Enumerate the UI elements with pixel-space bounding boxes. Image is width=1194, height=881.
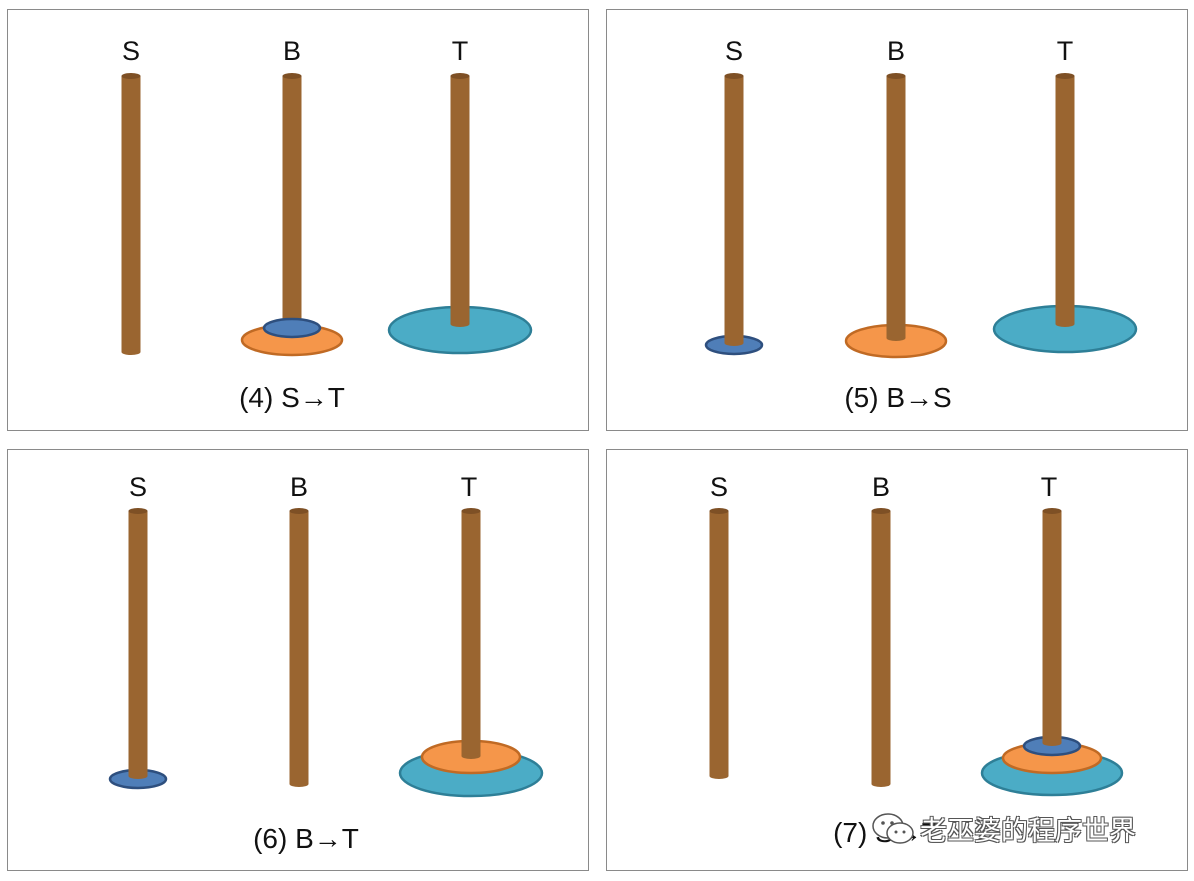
hanoi-diagram: S B T (6) B→T <box>108 472 544 854</box>
peg-b <box>871 508 891 787</box>
disk-small <box>262 317 322 339</box>
peg-label-b: B <box>872 472 890 502</box>
peg-b <box>282 73 302 327</box>
peg-t <box>450 73 470 327</box>
peg-label-b: B <box>887 36 905 66</box>
step-panel-4: S B T (4) S→T <box>7 9 589 431</box>
watermark: 老巫婆的程序世界 <box>870 808 1136 848</box>
peg-t <box>1055 73 1075 327</box>
peg-label-t: T <box>1057 36 1074 66</box>
step-panel-7: S B T (7) S→T <box>606 449 1188 871</box>
peg-b <box>289 508 309 787</box>
hanoi-diagram: S B T (4) S→T <box>121 36 533 413</box>
step-panel-5: S B T (5) B→S <box>606 9 1188 431</box>
peg-label-s: S <box>122 36 140 66</box>
peg-t <box>461 508 481 759</box>
peg-label-s: S <box>725 36 743 66</box>
peg-s <box>121 73 141 355</box>
step-panel-6: S B T (6) B→T <box>7 449 589 871</box>
step-caption: (6) B→T <box>253 823 359 854</box>
wechat-icon <box>872 813 914 844</box>
peg-label-b: B <box>290 472 308 502</box>
peg-label-t: T <box>461 472 478 502</box>
step-caption: (5) B→S <box>844 382 951 413</box>
peg-s <box>724 73 744 346</box>
peg-label-s: S <box>710 472 728 502</box>
hanoi-diagram: S B T (7) S→T <box>709 472 1124 848</box>
peg-b <box>886 73 906 341</box>
peg-t <box>1042 508 1062 746</box>
peg-label-t: T <box>1041 472 1058 502</box>
hanoi-diagram: S B T (5) B→S <box>704 36 1138 413</box>
peg-label-s: S <box>129 472 147 502</box>
watermark-text: 老巫婆的程序世界 <box>920 815 1136 847</box>
peg-s <box>128 508 148 779</box>
step-caption: (4) S→T <box>239 382 345 413</box>
peg-label-b: B <box>283 36 301 66</box>
peg-label-t: T <box>452 36 469 66</box>
peg-s <box>709 508 729 779</box>
